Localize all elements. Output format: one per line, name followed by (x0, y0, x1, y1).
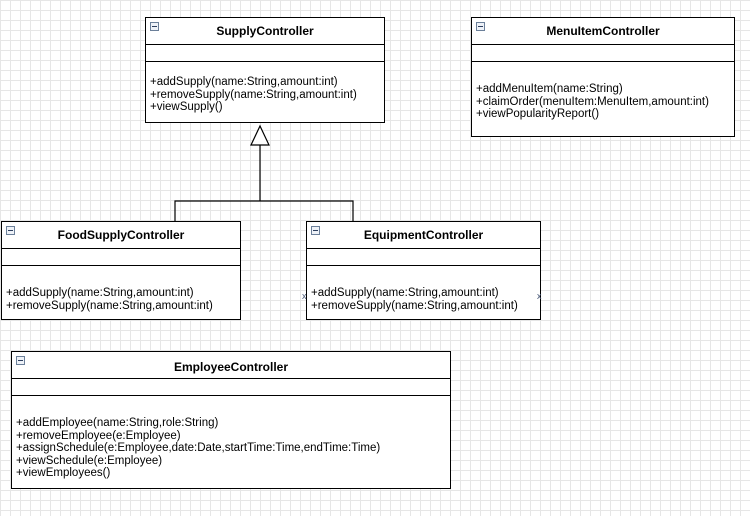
operation: +removeSupply(name:String,amount:int) (6, 299, 213, 312)
class-employeecontroller[interactable]: EmployeeController +addEmployee(name:Str… (11, 351, 451, 489)
collapse-icon[interactable] (16, 356, 25, 365)
operation: +claimOrder(menuItem:MenuItem,amount:int… (476, 95, 709, 108)
class-name: MenuItemController (546, 24, 660, 38)
operation: +assignSchedule(e:Employee,date:Date,sta… (16, 442, 381, 454)
operations-compartment: +addMenuItem(name:String) +claimOrder(me… (472, 62, 734, 121)
attributes-compartment (472, 45, 734, 62)
class-header: EmployeeController (12, 352, 450, 379)
attributes-compartment (2, 249, 240, 266)
class-name: EquipmentController (363, 228, 484, 242)
class-menuitemcontroller[interactable]: MenuItemController +addMenuItem(name:Str… (471, 17, 735, 137)
operation: +removeSupply(name:String,amount:int) (150, 88, 357, 101)
connection-point-marker: x (302, 291, 307, 301)
class-name: SupplyController (216, 24, 314, 38)
food-to-supply-line (174, 200, 260, 221)
operation: +removeSupply(name:String,amount:int) (311, 299, 518, 312)
connection-point-marker: x (537, 291, 542, 301)
operation: +viewEmployees() (16, 467, 111, 479)
class-header: SupplyController (146, 18, 384, 45)
operations-compartment: +addSupply(name:String,amount:int) +remo… (2, 266, 240, 312)
operation: +viewPopularityReport() (476, 108, 600, 120)
operations-compartment: +addSupply(name:String,amount:int) +remo… (146, 62, 384, 114)
operations-compartment: +addEmployee(name:String,role:String) +r… (12, 396, 450, 480)
class-header: EquipmentController (307, 222, 540, 249)
attributes-compartment (307, 249, 540, 266)
collapse-icon[interactable] (6, 226, 15, 235)
collapse-icon[interactable] (311, 226, 320, 235)
attributes-compartment (12, 379, 450, 396)
equipment-to-supply-line (260, 200, 354, 221)
class-name: FoodSupplyController (57, 228, 185, 242)
operation: +removeEmployee(e:Employee) (16, 429, 181, 442)
generalization-arrowhead (250, 124, 270, 146)
class-foodsupplycontroller[interactable]: FoodSupplyController +addSupply(name:Str… (1, 221, 241, 320)
class-supplycontroller[interactable]: SupplyController +addSupply(name:String,… (145, 17, 385, 123)
class-name: EmployeeController (173, 360, 289, 374)
collapse-icon[interactable] (476, 22, 485, 31)
collapse-icon[interactable] (150, 22, 159, 31)
class-header: FoodSupplyController (2, 222, 240, 249)
class-equipmentcontroller[interactable]: EquipmentController +addSupply(name:Stri… (306, 221, 541, 320)
operation: +addSupply(name:String,amount:int) (150, 76, 338, 88)
operation: +viewSupply() (150, 101, 223, 113)
attributes-compartment (146, 45, 384, 62)
operation: +addSupply(name:String,amount:int) (6, 287, 194, 299)
operation: +addSupply(name:String,amount:int) (311, 287, 499, 299)
operation: +addMenuItem(name:String) (476, 83, 623, 95)
operations-compartment: +addSupply(name:String,amount:int) +remo… (307, 266, 540, 312)
operation: +addEmployee(name:String,role:String) (16, 417, 219, 429)
class-header: MenuItemController (472, 18, 734, 45)
operation: +viewSchedule(e:Employee) (16, 454, 163, 467)
